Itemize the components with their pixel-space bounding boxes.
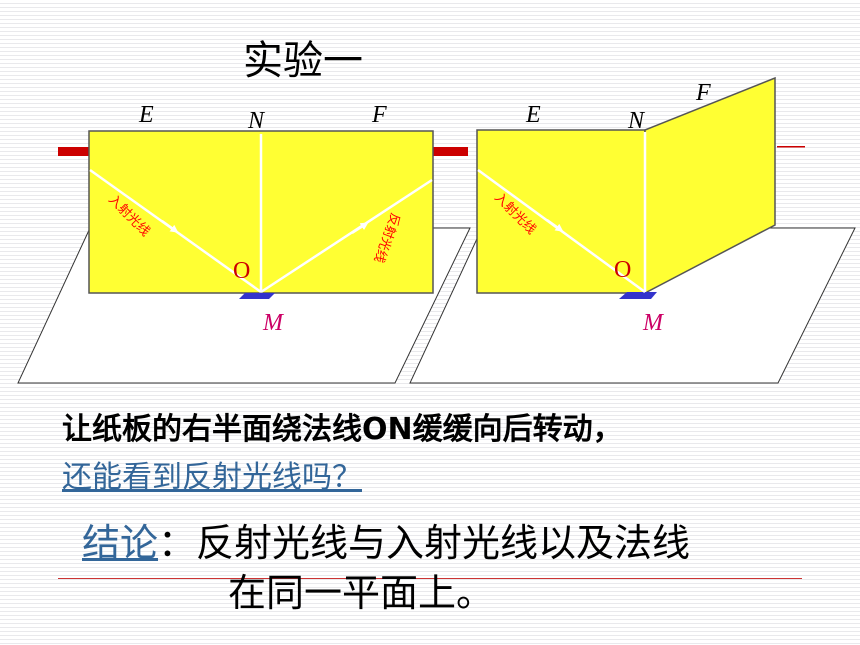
board-right-half-e bbox=[476, 129, 646, 294]
question-line-1: 让纸板的右半面绕法线ON缓缓向后转动， bbox=[62, 412, 623, 447]
conclusion-line-1: 结论：反射光线与入射光线以及法线 bbox=[82, 512, 690, 567]
label-e-right: E bbox=[525, 102, 541, 128]
label-m-left: M bbox=[262, 310, 285, 336]
label-n-right: N bbox=[627, 108, 646, 134]
question-line-2-link[interactable]: 还能看到反射光线吗？ bbox=[62, 460, 362, 495]
left-setup: 入射光线 反射光线 E N F O M bbox=[17, 102, 471, 384]
label-n-left: N bbox=[247, 108, 266, 134]
conclusion-line-2: 在同一平面上。 bbox=[228, 571, 495, 615]
label-o-right: O bbox=[614, 257, 631, 283]
label-m-right: M bbox=[642, 310, 665, 336]
label-f-left: F bbox=[371, 102, 387, 128]
slide-title: 实验一 bbox=[243, 38, 363, 84]
label-o-left: O bbox=[233, 258, 250, 284]
mirror-right bbox=[619, 292, 657, 299]
label-e-left: E bbox=[138, 102, 154, 128]
mirror-left bbox=[239, 293, 275, 299]
conclusion-colon: ： bbox=[158, 521, 197, 565]
incident-arrow-left bbox=[161, 219, 179, 233]
rod-right bbox=[777, 146, 805, 148]
conclusion-text-1: 反射光线与入射光线以及法线 bbox=[196, 521, 691, 565]
conclusion-key-link[interactable]: 结论 bbox=[82, 521, 159, 565]
incident-arrow-right bbox=[546, 218, 564, 232]
divider-line bbox=[58, 578, 802, 579]
reflected-arrow-left bbox=[351, 222, 369, 235]
label-f-right: F bbox=[695, 80, 711, 106]
reflected-ray-left bbox=[260, 178, 433, 294]
right-setup: 入射光线 E N F O M bbox=[409, 76, 856, 384]
